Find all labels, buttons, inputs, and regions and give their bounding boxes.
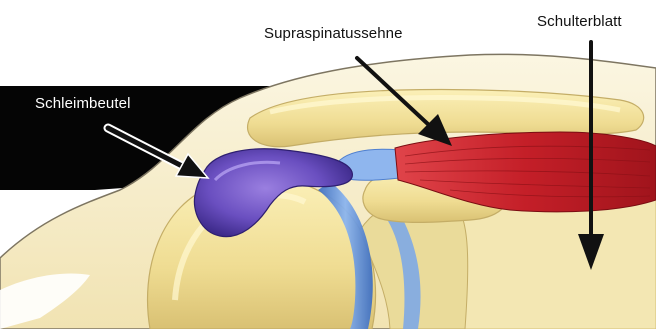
- tendon-label: Supraspinatussehne: [264, 25, 403, 43]
- bursa-label: Schleimbeutel: [35, 95, 131, 113]
- scapula-label: Schulterblatt: [537, 13, 622, 31]
